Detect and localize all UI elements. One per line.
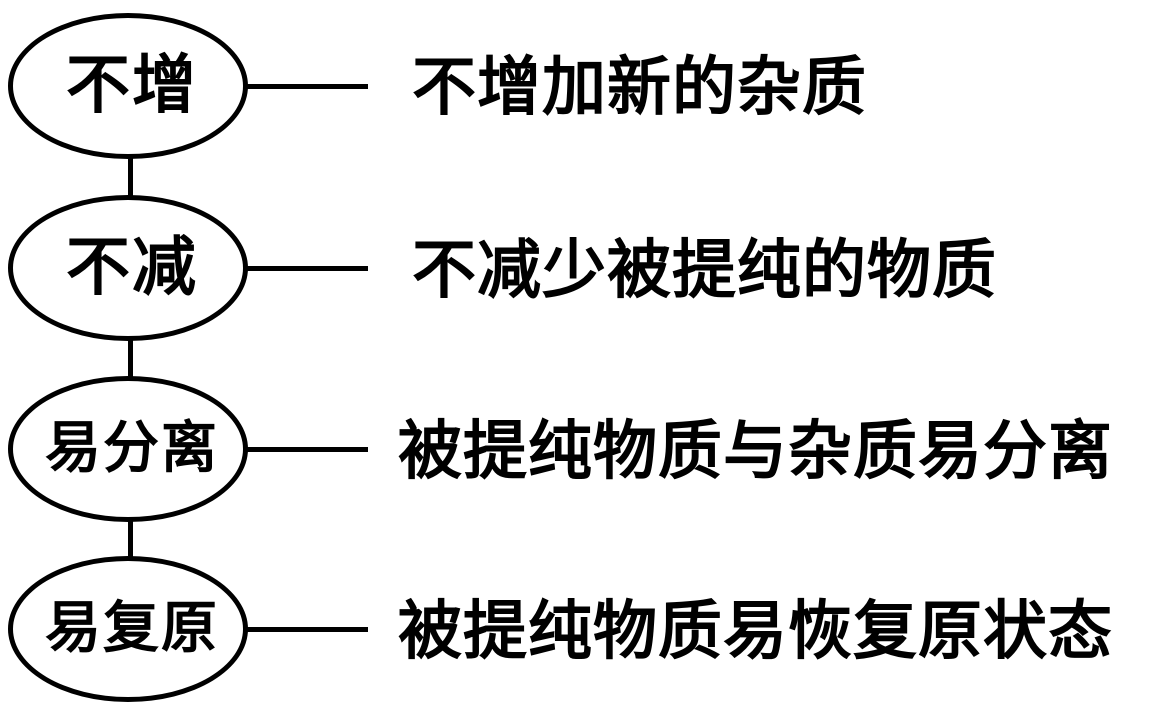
connector-vertical-line xyxy=(128,155,133,199)
node-description: 不增加新的杂质 xyxy=(412,51,867,125)
node-ellipse-buzeng: 不增 xyxy=(8,13,248,159)
connector-horizontal-line xyxy=(246,447,368,452)
node-label: 易分离 xyxy=(45,416,219,481)
connector-horizontal-line xyxy=(246,84,368,89)
node-description: 不减少被提纯的物质 xyxy=(412,234,997,308)
node-ellipse-bujian: 不减 xyxy=(8,195,248,341)
node-label: 不减 xyxy=(66,231,198,305)
node-label: 不增 xyxy=(66,49,198,123)
node-ellipse-yifenli: 易分离 xyxy=(8,376,248,522)
node-ellipse-yifuyuan: 易复原 xyxy=(8,556,248,702)
node-label: 易复原 xyxy=(45,596,219,661)
node-description: 被提纯物质易恢复原状态 xyxy=(398,595,1113,669)
node-description: 被提纯物质与杂质易分离 xyxy=(398,415,1113,489)
connector-vertical-line xyxy=(128,337,133,380)
connector-horizontal-line xyxy=(246,266,368,271)
connector-vertical-line xyxy=(128,518,133,560)
connector-horizontal-line xyxy=(246,627,368,632)
